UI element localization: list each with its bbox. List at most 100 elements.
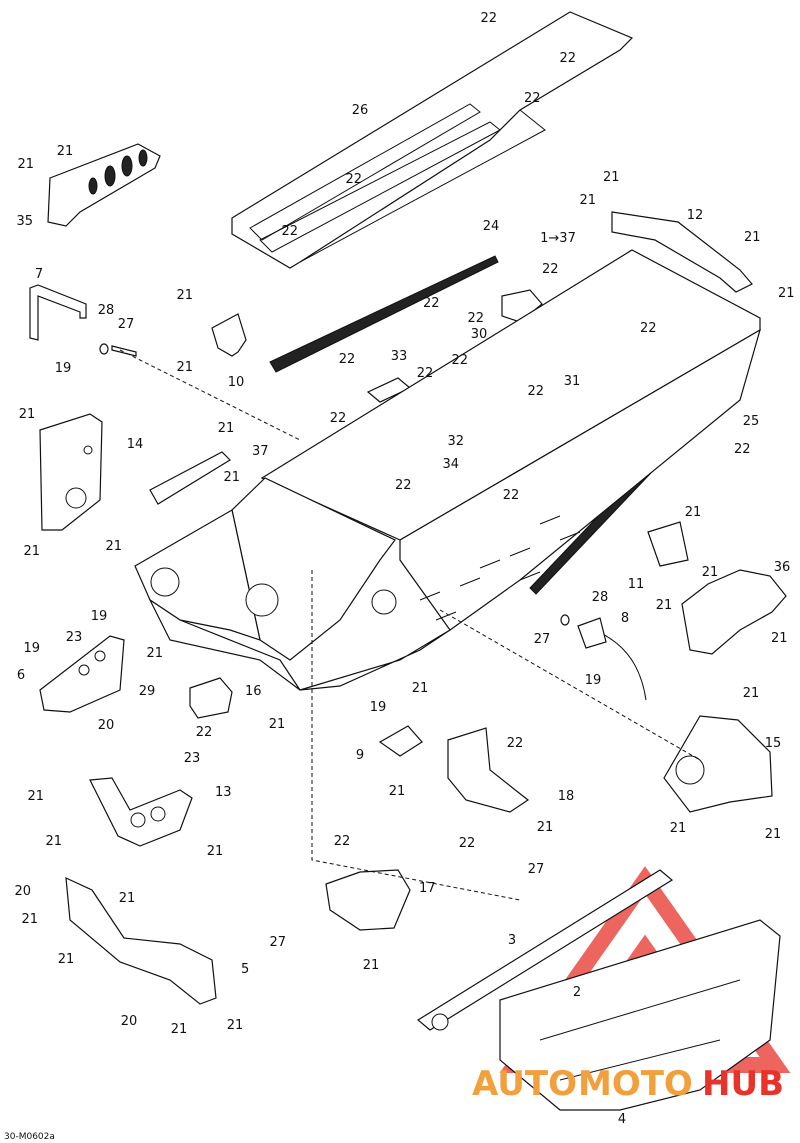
tunnel-top-panel-26 xyxy=(231,11,634,269)
lower-frame-2-3-4 xyxy=(416,869,781,1111)
callout-20: 20 xyxy=(121,1014,138,1029)
callout-22: 22 xyxy=(417,366,434,381)
callout-22: 22 xyxy=(480,11,497,26)
callout-21: 21 xyxy=(765,827,782,842)
callout-16: 16 xyxy=(245,684,262,699)
callout-21: 21 xyxy=(105,539,122,554)
callout-19: 19 xyxy=(23,641,40,656)
callout-27: 27 xyxy=(118,317,135,332)
callout-21: 21 xyxy=(207,844,224,859)
callout-34: 34 xyxy=(442,457,459,472)
callout-20: 20 xyxy=(98,718,115,733)
callout-21: 21 xyxy=(58,952,75,967)
callout-37: 37 xyxy=(252,444,269,459)
callout-21: 21 xyxy=(389,784,406,799)
callout-21: 21 xyxy=(176,360,193,375)
callout-30: 30 xyxy=(471,327,488,342)
callout-21: 21 xyxy=(579,193,596,208)
callout-19: 19 xyxy=(91,609,108,624)
callout-22: 22 xyxy=(196,725,213,740)
callout-22: 22 xyxy=(345,172,362,187)
callout-21: 21 xyxy=(269,717,286,732)
callout-19: 19 xyxy=(585,673,602,688)
callout-21: 21 xyxy=(171,1022,188,1037)
callout-28: 28 xyxy=(98,303,115,318)
bracket-17 xyxy=(325,869,411,931)
callout-21: 21 xyxy=(363,958,380,973)
callout-21: 21 xyxy=(21,912,38,927)
callout-22: 22 xyxy=(507,736,524,751)
cross-member-5 xyxy=(65,877,217,1005)
plate-9 xyxy=(378,725,423,757)
bracket-16 xyxy=(189,677,233,719)
callout-5: 5 xyxy=(241,962,249,977)
callout-15: 15 xyxy=(765,736,782,751)
right-parts-8-11-36 xyxy=(560,521,787,701)
callout-21: 21 xyxy=(57,144,74,159)
callout-27: 27 xyxy=(269,935,286,950)
callout-7: 7 xyxy=(35,267,43,282)
handle-7 xyxy=(29,284,87,341)
callout-21: 21 xyxy=(19,407,36,422)
callout-21: 21 xyxy=(227,1018,244,1033)
callout-33: 33 xyxy=(391,349,408,364)
slide-rail-strip-24 xyxy=(269,255,499,373)
callout-22: 22 xyxy=(527,384,544,399)
callout-22: 22 xyxy=(395,478,412,493)
callout-22: 22 xyxy=(503,488,520,503)
callout-21: 21 xyxy=(670,821,687,836)
callout-22: 22 xyxy=(542,262,559,277)
callout-14: 14 xyxy=(127,437,144,452)
bracket-18 xyxy=(447,727,530,813)
callout-21: 21 xyxy=(771,631,788,646)
callout-22: 22 xyxy=(734,442,751,457)
callout-21: 21 xyxy=(603,170,620,185)
callout-27: 27 xyxy=(528,862,545,877)
callout-1-37: 1→37 xyxy=(540,231,576,246)
callout-21: 21 xyxy=(743,686,760,701)
callout-22: 22 xyxy=(423,296,440,311)
callout-28: 28 xyxy=(592,590,609,605)
watermark-text-hub: HUB xyxy=(702,1064,784,1104)
support-bar-14 xyxy=(149,451,231,505)
callout-21: 21 xyxy=(685,505,702,520)
watermark-text: AUTO MOTO HUB xyxy=(472,1064,784,1104)
callout-22: 22 xyxy=(524,91,541,106)
tunnel-chassis-1 xyxy=(134,249,761,691)
callout-11: 11 xyxy=(628,577,645,592)
callout-21: 21 xyxy=(119,891,136,906)
callout-26: 26 xyxy=(352,103,369,118)
bracket-13 xyxy=(89,777,193,847)
callout-21: 21 xyxy=(702,565,719,580)
callout-36: 36 xyxy=(774,560,791,575)
callout-8: 8 xyxy=(621,611,629,626)
callout-21: 21 xyxy=(17,157,34,172)
callout-21: 21 xyxy=(778,286,795,301)
guide-lines xyxy=(119,349,701,901)
callout-19: 19 xyxy=(370,700,387,715)
callout-21: 21 xyxy=(176,288,193,303)
watermark-text-moto: MOTO xyxy=(578,1064,693,1104)
callout-18: 18 xyxy=(558,789,575,804)
callout-6: 6 xyxy=(17,668,25,683)
callout-22: 22 xyxy=(559,51,576,66)
callout-22: 22 xyxy=(451,353,468,368)
callout-31: 31 xyxy=(564,374,581,389)
bracket-35 xyxy=(47,143,161,227)
callout-20: 20 xyxy=(14,884,31,899)
callout-21: 21 xyxy=(412,681,429,696)
callout-4: 4 xyxy=(618,1112,626,1127)
callout-21: 21 xyxy=(223,470,240,485)
callout-22: 22 xyxy=(334,834,351,849)
figure-code: 30-M0602a xyxy=(4,1132,55,1142)
callout-23: 23 xyxy=(66,630,83,645)
callout-25: 25 xyxy=(743,414,760,429)
callout-21: 21 xyxy=(23,544,40,559)
callout-24: 24 xyxy=(483,219,500,234)
callout-22: 22 xyxy=(339,352,356,367)
callout-17: 17 xyxy=(419,881,436,896)
right-plate-15 xyxy=(663,715,773,813)
callout-21: 21 xyxy=(45,834,62,849)
